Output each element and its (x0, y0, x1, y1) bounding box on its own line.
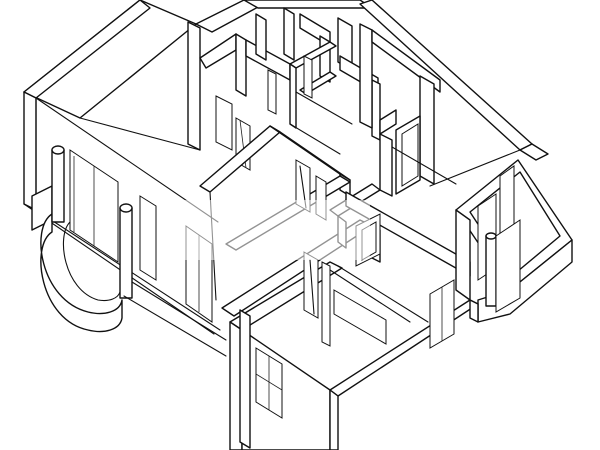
front-window (255, 347, 283, 419)
watermark-area (170, 200, 370, 260)
left-windows (69, 149, 213, 323)
right-rooms (359, 23, 521, 197)
left-balcony (31, 145, 227, 357)
right-windows (429, 165, 521, 349)
upper-rooms (199, 7, 381, 171)
